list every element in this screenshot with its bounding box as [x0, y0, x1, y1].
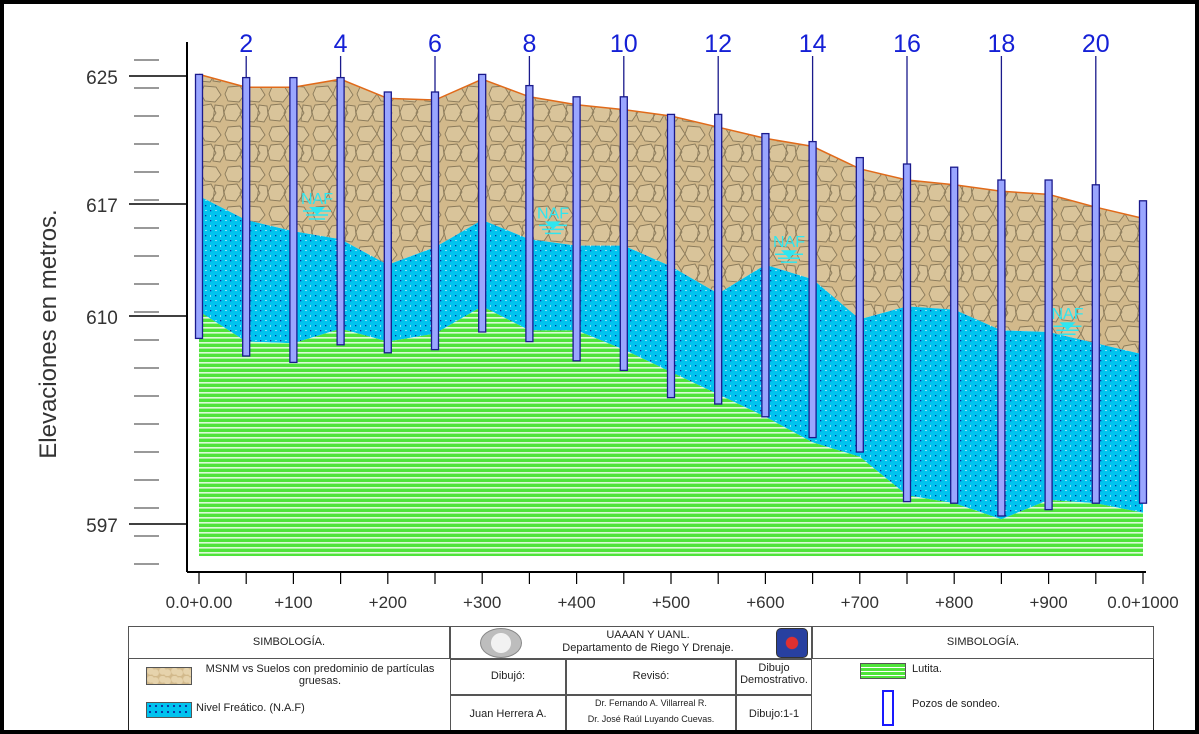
well-number-label: 14	[799, 30, 827, 58]
well-number-label: 20	[1082, 30, 1110, 58]
borehole-well	[1138, 200, 1148, 504]
legend-item-water: Nivel Freático. (N.A.F)	[196, 702, 305, 714]
borehole-well	[289, 76, 298, 364]
legend-institution: UAAAN Y UANL.	[606, 629, 690, 641]
borehole-well	[808, 140, 817, 439]
legend-department: Departamento de Riego Y Drenaje.	[562, 642, 734, 654]
university-seal-icon	[480, 628, 522, 658]
water-table-markers: NAF NAF NAF NAF	[301, 191, 1084, 335]
borehole-well	[714, 113, 723, 405]
borehole-well	[1091, 184, 1100, 504]
x-tick-label: +800	[935, 593, 973, 612]
borehole-well	[478, 73, 487, 333]
legend-right-title: SIMBOLOGÍA.	[946, 636, 1020, 648]
borehole-well	[666, 113, 676, 399]
y-axis-title: Elevaciones en metros.	[35, 209, 62, 458]
legend-drew-label: Dibujó:	[490, 670, 526, 682]
naf-label: NAF	[1051, 306, 1083, 323]
borehole-well	[383, 91, 392, 354]
wells: 2 4 6 8 10 12 14 16 18 20	[194, 30, 1148, 517]
well-number-label: 16	[893, 30, 921, 58]
well-symbol-icon	[882, 690, 894, 726]
water-swatch	[146, 702, 192, 718]
legend-item-shale: Lutita.	[912, 663, 942, 675]
well-number-label: 2	[239, 30, 253, 58]
legend-reviewers-cell	[566, 695, 736, 730]
legend-drawing-type: Dibujo Demostrativo.	[740, 662, 808, 686]
well-number-label: 12	[704, 30, 732, 58]
x-tick-label: +600	[746, 593, 784, 612]
x-tick-label: +400	[557, 593, 595, 612]
axes: 625 617 610 597 0.0+0.00 +100 +200 +300 +400 +500…	[86, 42, 1179, 612]
y-tick-label: 625	[86, 68, 118, 89]
x-tick-label: 0.0+0.00	[166, 593, 233, 612]
well-number-label: 6	[428, 30, 442, 58]
legend-drew-label-cell	[450, 659, 566, 695]
department-seal-icon	[776, 628, 808, 658]
x-tick-label: +900	[1029, 593, 1067, 612]
borehole-well	[950, 166, 959, 504]
x-tick-label: +100	[274, 593, 312, 612]
well-number-label: 10	[610, 30, 638, 58]
naf-label: NAF	[773, 234, 805, 251]
legend-reviewed-label-cell	[566, 659, 736, 695]
borehole-well	[430, 91, 440, 351]
borehole-well	[194, 73, 204, 340]
naf-label: NAF	[301, 191, 333, 208]
borehole-well	[1044, 179, 1053, 511]
borehole-well	[525, 84, 534, 343]
x-tick-label: +200	[369, 593, 407, 612]
shale-layer	[199, 306, 1143, 556]
legend-drew-name: Juan Herrera A.	[469, 708, 547, 720]
borehole-well	[619, 96, 628, 372]
legend-header-left	[128, 626, 450, 659]
borehole-well	[242, 76, 251, 357]
well-number-label: 4	[334, 30, 348, 58]
legend-scale-cell	[736, 695, 812, 730]
legend-drew-name-cell	[450, 695, 566, 730]
legend-type-cell	[736, 659, 812, 695]
x-tick-label: +300	[463, 593, 501, 612]
well-number-label: 8	[522, 30, 536, 58]
x-tick-label: 0.0+1000	[1107, 593, 1178, 612]
legend-header-right	[812, 626, 1154, 659]
legend-left-title: SIMBOLOGÍA.	[252, 636, 326, 648]
borehole-well	[761, 132, 770, 418]
borehole-well	[336, 76, 345, 346]
legend-scale: Dibujo:1-1	[748, 708, 800, 720]
legend-item-wells: Pozos de sondeo.	[912, 698, 1001, 710]
borehole-well	[902, 163, 912, 503]
legend-reviewed-label: Revisó:	[632, 670, 670, 682]
y-tick-label: 617	[86, 196, 118, 217]
x-tick-label: +500	[652, 593, 690, 612]
borehole-well	[572, 96, 581, 362]
well-number-label: 18	[987, 30, 1015, 58]
cross-section-chart: 6256176105970.0+0.00+100+200+300+400+500…	[35, 30, 1179, 612]
borehole-well	[855, 156, 864, 453]
legend-item-soil: MSNM vs Suelos con predominio de partícu…	[205, 663, 435, 687]
soil-swatch	[146, 667, 192, 685]
legend-reviewer-2: Dr. José Raúl Luyando Cuevas.	[587, 714, 715, 724]
borehole-well	[997, 179, 1006, 517]
legend-header-center	[450, 626, 812, 659]
shale-swatch	[860, 663, 906, 679]
x-tick-label: +700	[841, 593, 879, 612]
y-tick-label: 610	[86, 308, 118, 329]
legend-reviewer-1: Dr. Fernando A. Villarreal R.	[595, 698, 707, 708]
legend-title-block: SIMBOLOGÍA. SIMBOLOGÍA. UAAAN Y UANL. De…	[128, 626, 1154, 730]
naf-label: NAF	[537, 205, 569, 222]
y-tick-label: 597	[86, 516, 118, 537]
